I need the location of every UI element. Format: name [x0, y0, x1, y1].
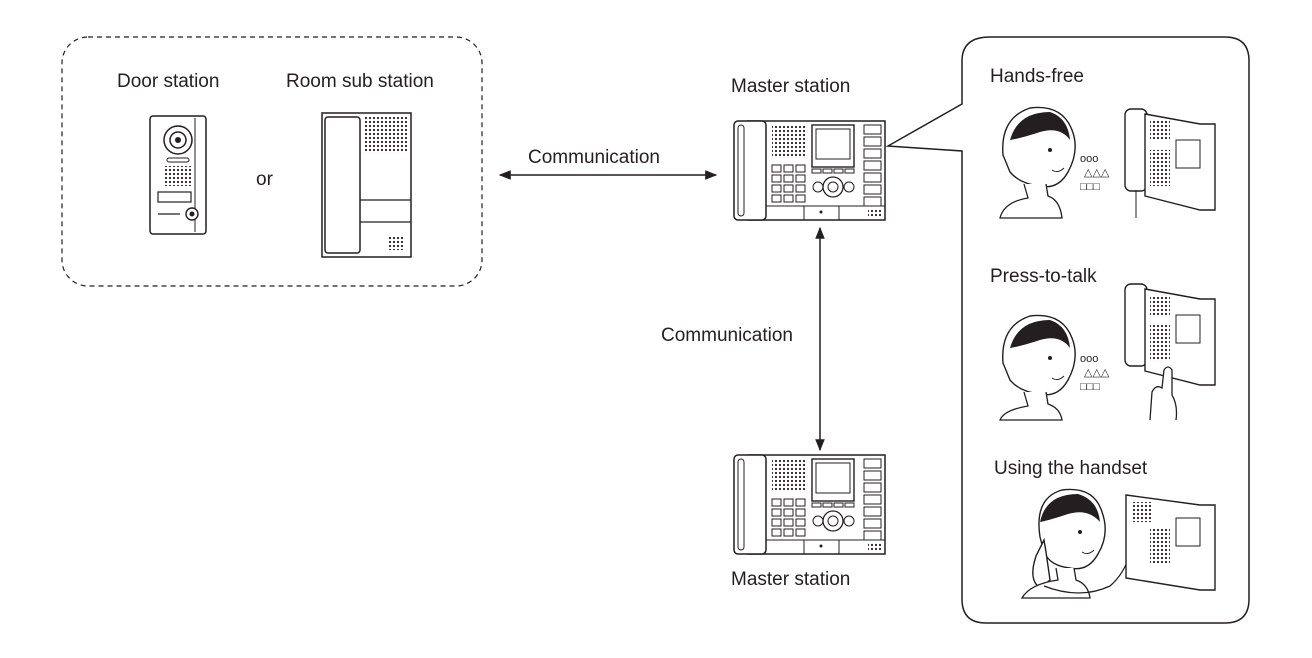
- master-station-top-icon: [733, 120, 886, 221]
- svg-text:△△△: △△△: [1084, 167, 1110, 179]
- master-station-top-label: Master station: [731, 76, 851, 97]
- communication-label-vertical: Communication: [661, 325, 793, 346]
- room-sub-station-label: Room sub station: [286, 71, 434, 92]
- mode-label-using-handset: Using the handset: [994, 458, 1148, 479]
- svg-text:ooo: ooo: [1080, 153, 1098, 165]
- door-station-icon: [149, 115, 207, 235]
- substation-group-box: [61, 36, 483, 287]
- person-pressing-talk-button-icon: ooo △△△ □□□: [999, 283, 1216, 421]
- or-label: or: [256, 169, 273, 190]
- room-sub-station-icon: [321, 112, 412, 258]
- svg-text:□□□: □□□: [1080, 381, 1100, 393]
- person-talking-to-station-icon: ooo △△△ □□□: [999, 106, 1216, 219]
- door-station-label: Door station: [117, 71, 220, 92]
- master-station-bottom-icon: [733, 454, 886, 555]
- mode-label-press-to-talk: Press-to-talk: [990, 266, 1097, 287]
- mode-label-hands-free: Hands-free: [990, 66, 1084, 87]
- communication-label-horizontal: Communication: [528, 147, 660, 168]
- svg-text:□□□: □□□: [1080, 181, 1100, 193]
- person-using-handset-icon: [1020, 488, 1216, 599]
- svg-text:△△△: △△△: [1084, 367, 1110, 379]
- master-station-bottom-label: Master station: [731, 569, 851, 590]
- svg-text:ooo: ooo: [1080, 353, 1098, 365]
